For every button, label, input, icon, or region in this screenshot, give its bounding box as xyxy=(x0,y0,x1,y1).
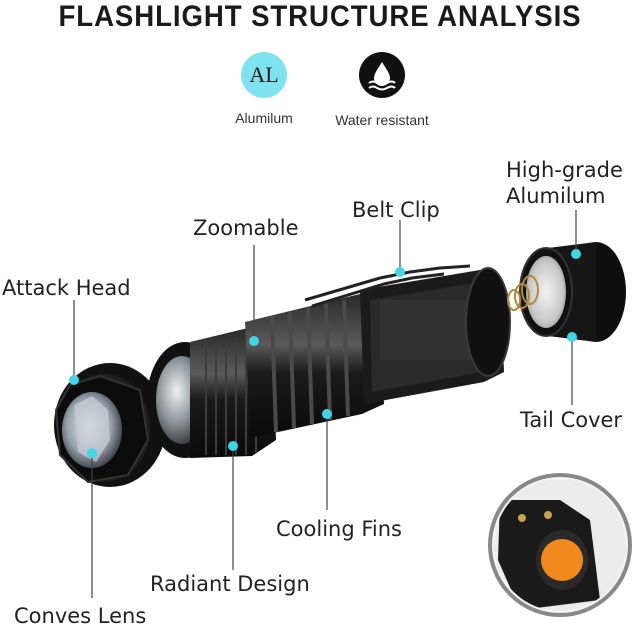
aluminum-badge-icon: AL xyxy=(241,52,287,98)
label-conves-lens: Conves Lens xyxy=(14,604,147,628)
marker-cooling-fins xyxy=(322,409,332,419)
marker-conves-lens xyxy=(87,448,97,458)
marker-high-grade xyxy=(571,249,581,259)
marker-zoomable xyxy=(249,336,259,346)
water-drop-icon xyxy=(359,52,405,98)
label-high-grade-1: High-grade xyxy=(506,158,623,182)
feature-label-water: Water resistant xyxy=(335,112,429,128)
label-high-grade-2: Alumilum xyxy=(506,184,606,208)
page-title: FLASHLIGHT STRUCTURE ANALYSIS xyxy=(58,0,582,33)
tail-cap-part xyxy=(507,242,626,342)
attack-head-part xyxy=(54,363,166,487)
label-attack-head: Attack Head xyxy=(2,276,131,300)
feature-water-resistant: Water resistant xyxy=(326,50,438,130)
label-cooling-fins: Cooling Fins xyxy=(276,517,402,541)
label-tail-cover: Tail Cover xyxy=(520,408,623,432)
marker-belt-clip xyxy=(395,267,405,277)
callout-lines xyxy=(73,210,577,598)
belt-clip-part xyxy=(304,264,471,308)
switch-inset xyxy=(488,473,632,617)
feature-label-aluminum: Alumilum xyxy=(235,110,293,126)
marker-radiant-design xyxy=(228,441,238,451)
aluminum-badge-text: AL xyxy=(249,62,279,87)
marker-attack-head xyxy=(69,375,79,385)
power-switch-icon xyxy=(541,539,583,581)
feature-aluminum: AL Alumilum xyxy=(226,50,302,130)
callout-markers xyxy=(69,249,581,458)
label-radiant-design: Radiant Design xyxy=(150,572,310,596)
main-body-part xyxy=(245,267,511,438)
label-belt-clip: Belt Clip xyxy=(352,198,440,222)
label-zoomable: Zoomable xyxy=(193,216,299,240)
marker-tail-cover xyxy=(567,332,577,342)
